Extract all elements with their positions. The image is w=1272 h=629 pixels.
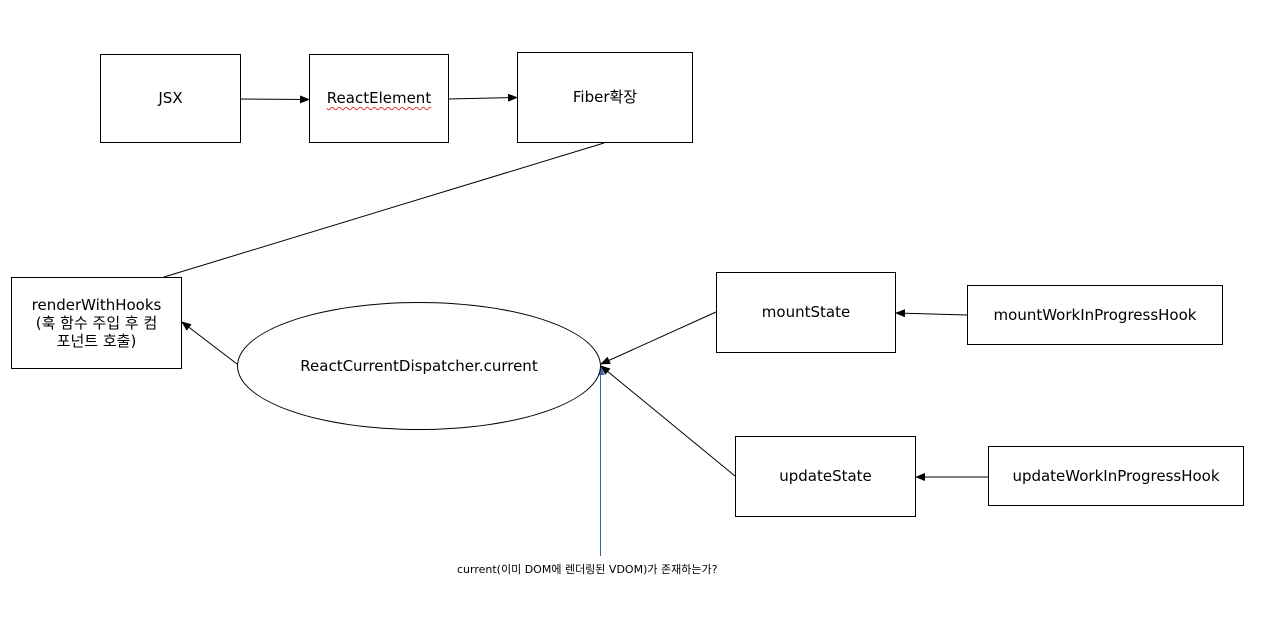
mount-wip-hook-label: mountWorkInProgressHook: [993, 305, 1197, 324]
arrow-jsx-to-react-element: [240, 95, 310, 104]
fiber-label: Fiber확장: [572, 88, 638, 107]
jsx-node: JSX: [100, 54, 241, 143]
jsx-label: JSX: [158, 89, 183, 108]
arrow-react-element-to-fiber: [448, 93, 518, 102]
update-state-label: updateState: [779, 467, 872, 486]
update-state-node: updateState: [735, 436, 916, 517]
condition-caption: current(이미 DOM에 렌더링된 VDOM)가 존재하는가?: [457, 561, 717, 577]
render-with-hooks-desc-line1: (훅 함수 주입 후 컴: [35, 314, 158, 332]
fiber-node: Fiber확장: [517, 52, 693, 143]
mount-wip-hook-node: mountWorkInProgressHook: [967, 285, 1223, 345]
condition-caption-text: current(이미 DOM에 렌더링된 VDOM)가 존재하는가?: [457, 563, 718, 576]
dispatcher-label: ReactCurrentDispatcher.current: [300, 357, 538, 375]
arrow-dispatcher-to-render-with-hooks: [181, 321, 238, 365]
render-with-hooks-node: renderWithHooks (훅 함수 주입 후 컴 포넌트 호출): [11, 277, 182, 369]
react-element-node: ReactElement: [309, 54, 449, 143]
arrow-mount-wip-hook-to-mount-state: [895, 309, 968, 318]
render-with-hooks-desc-line2: 포넌트 호출): [56, 332, 137, 350]
mount-state-node: mountState: [716, 272, 896, 353]
arrow-mount-state-to-dispatcher: [600, 311, 717, 365]
render-with-hooks-title: renderWithHooks: [31, 296, 162, 314]
update-wip-hook-node: updateWorkInProgressHook: [988, 446, 1244, 506]
line-fiber-to-render-with-hooks: [163, 142, 605, 278]
react-element-label: ReactElement: [326, 89, 432, 108]
arrow-update-state-to-dispatcher: [600, 365, 736, 477]
update-wip-hook-label: updateWorkInProgressHook: [1012, 466, 1220, 485]
dispatcher-ellipse: ReactCurrentDispatcher.current: [237, 302, 601, 430]
mount-state-label: mountState: [761, 303, 851, 322]
